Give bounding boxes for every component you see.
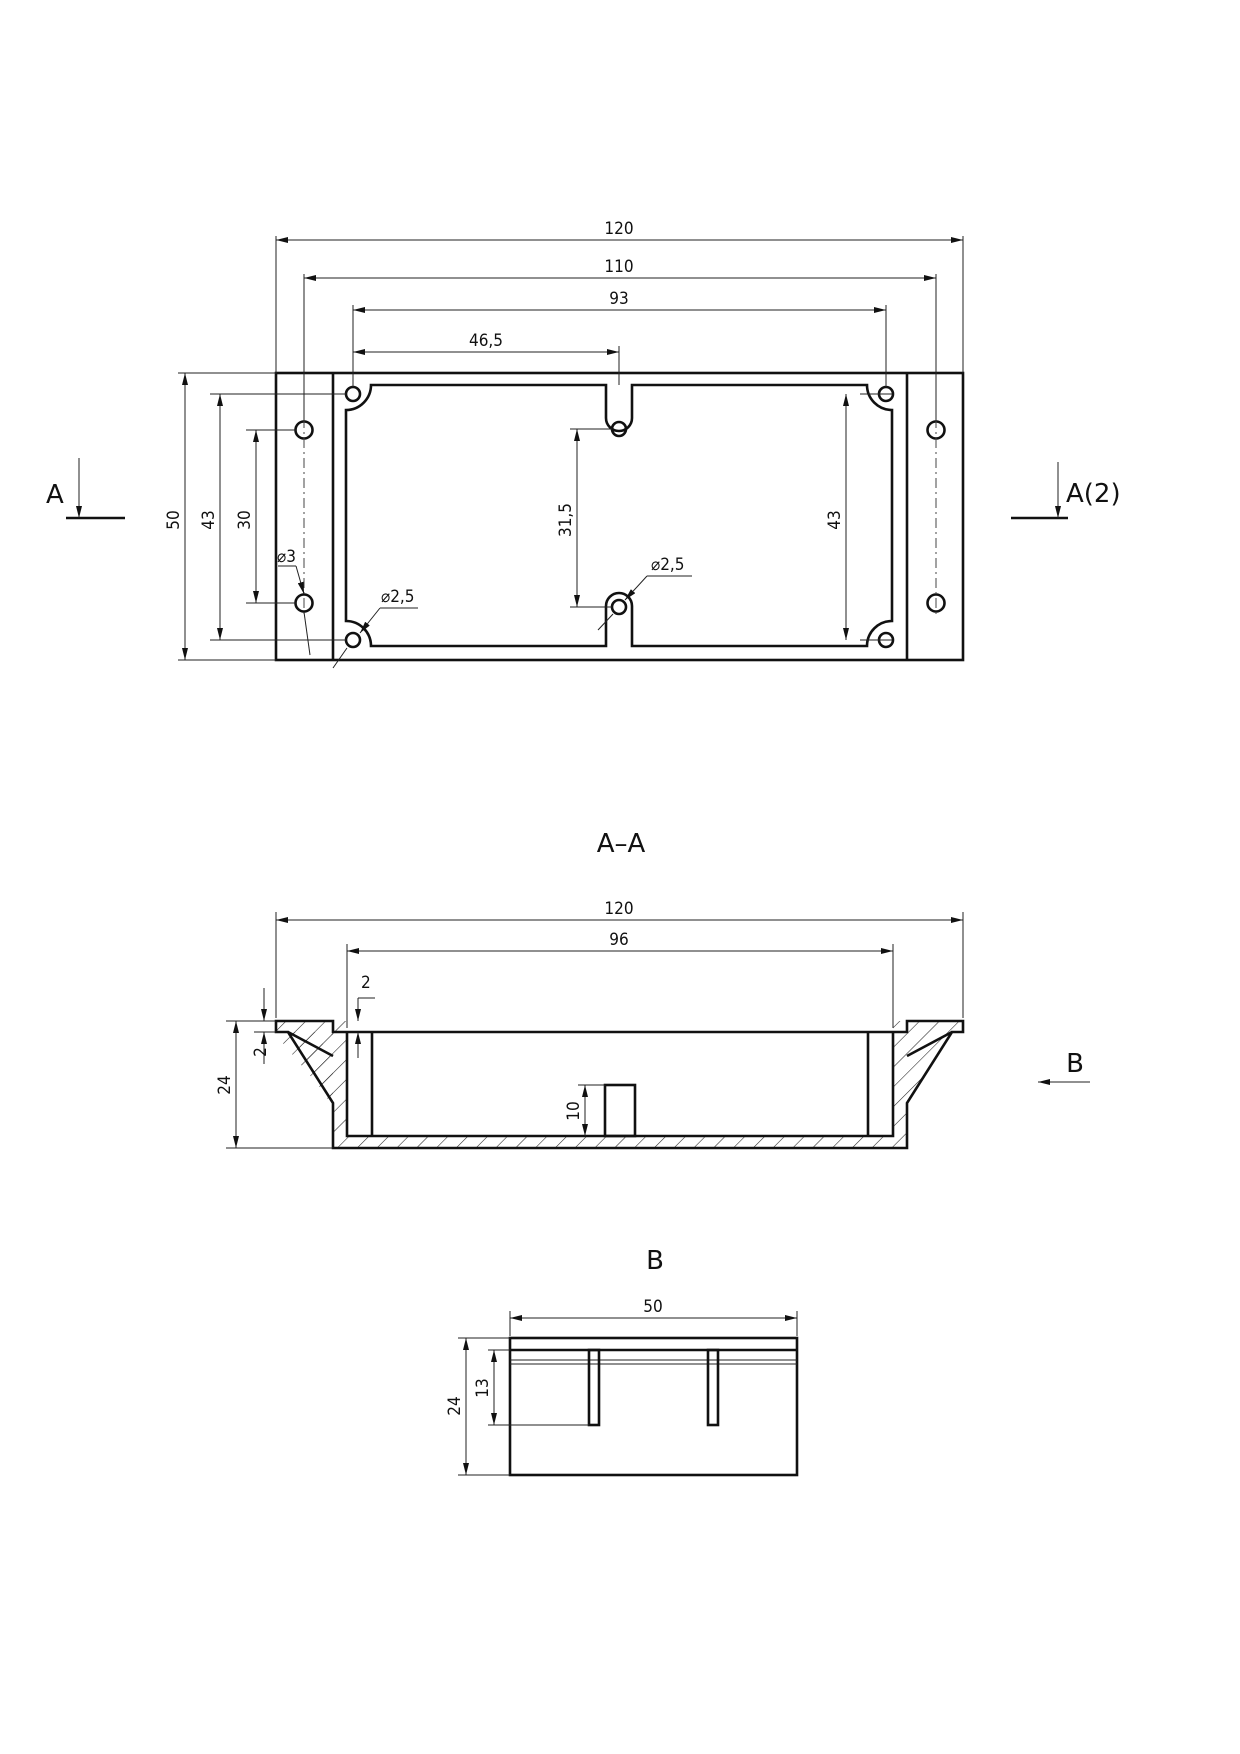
view-b-dim-13: 13 — [473, 1378, 493, 1397]
dim-dia-2-5-left: ⌀2,5 — [381, 587, 415, 607]
section-marker-right-label: A(2) — [1066, 479, 1121, 509]
corner-hole-bl — [344, 631, 362, 649]
view-b-outline — [508, 1336, 799, 1477]
dim-43-right: 43 — [825, 510, 845, 529]
central-post — [603, 1083, 637, 1138]
dim-50: 50 — [164, 510, 184, 529]
dim-43-left: 43 — [199, 510, 219, 529]
section-dim-24: 24 — [215, 1075, 235, 1094]
inner-pocket-outline — [344, 383, 894, 648]
dim-93: 93 — [609, 289, 628, 309]
top-view-outline — [274, 371, 965, 662]
section-dim-10: 10 — [564, 1101, 584, 1120]
section-aa-title: A–A — [597, 829, 646, 859]
section-dim-96: 96 — [609, 930, 628, 950]
section-dim-2-wall: 2 — [361, 973, 371, 993]
view-b-arrow-label: B — [1066, 1049, 1084, 1079]
post-hole-bottom — [610, 598, 628, 616]
dim-dia-3: ⌀3 — [277, 547, 296, 567]
view-b-title: B — [646, 1246, 664, 1276]
view-b-dim-24: 24 — [445, 1396, 465, 1415]
section-marker-right: A(2) — [1011, 462, 1121, 520]
dim-31-5: 31,5 — [556, 503, 576, 537]
corner-hole-tl — [344, 385, 362, 403]
dim-110: 110 — [604, 257, 633, 277]
section-dim-2-flange: 2 — [251, 1047, 271, 1057]
section-dim-120: 120 — [604, 899, 633, 919]
view-b-slot-left — [587, 1348, 601, 1427]
flange-hole-right-bottom — [926, 593, 946, 613]
section-marker-left-label: A — [46, 480, 64, 510]
top-view: 120 110 93 46,5 50 43 30 31,5 43 ⌀3 ⌀2,5… — [164, 219, 965, 669]
view-b-dim-50: 50 — [643, 1297, 662, 1317]
section-marker-left: A — [46, 458, 125, 520]
dim-46-5: 46,5 — [469, 331, 503, 351]
dim-dia-2-5-center: ⌀2,5 — [651, 555, 685, 575]
view-b-slot-right — [706, 1348, 720, 1427]
dim-30: 30 — [235, 510, 255, 529]
dim-120: 120 — [604, 219, 633, 239]
section-aa-view: A–A 120 96 — [215, 829, 1090, 1150]
view-b: B 50 24 13 — [445, 1246, 799, 1477]
